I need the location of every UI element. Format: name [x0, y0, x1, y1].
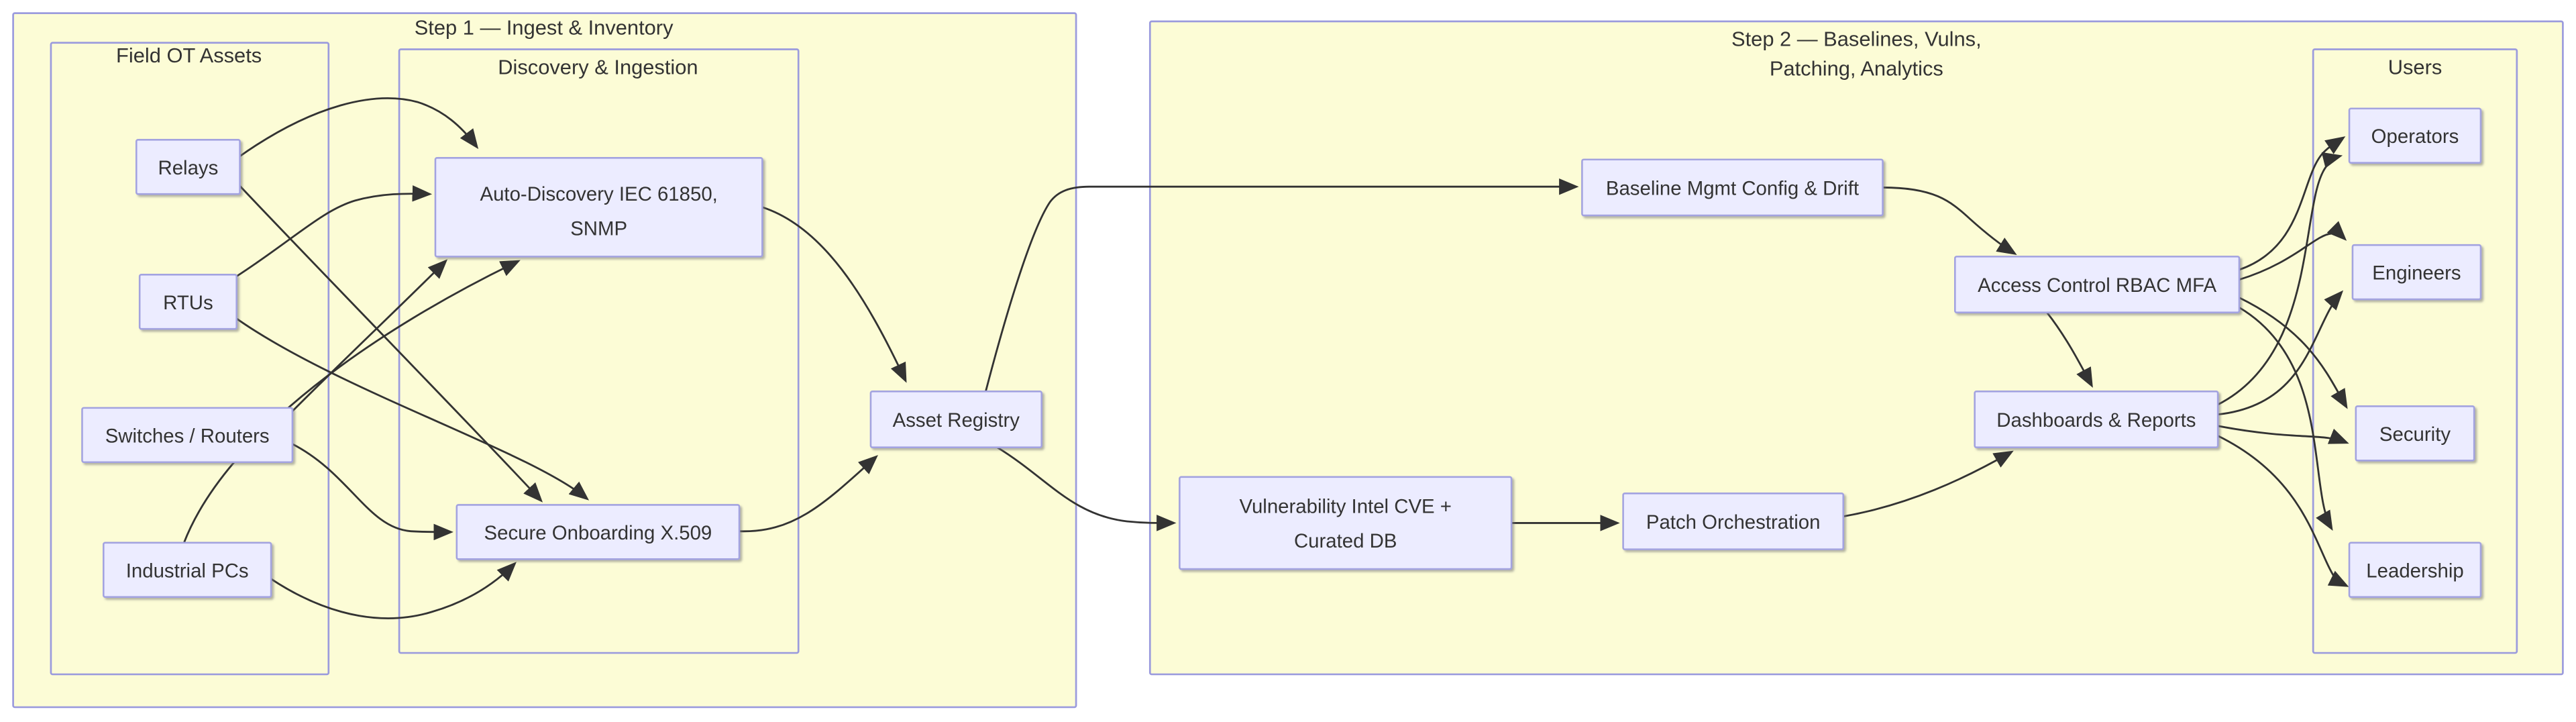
- cluster-step2-title-line2: Patching, Analytics: [1770, 57, 1943, 81]
- edge-dashboards-reports-to-operators: [2217, 152, 2343, 406]
- edge-rtus-to-secure-onboarding: [234, 316, 590, 501]
- node-engineers-label: Engineers: [2372, 262, 2461, 285]
- node-access-control-box: [1954, 256, 2241, 313]
- node-auto-discovery: Auto-Discovery IEC 61850, SNMP: [434, 157, 763, 258]
- node-engineers-box: [2351, 244, 2482, 301]
- cluster-users: Users: [2312, 48, 2518, 654]
- node-vulnerability-intel-label-line2: Curated DB: [1294, 530, 1397, 552]
- node-security: Security: [2355, 405, 2475, 462]
- edge-access-control-to-leadership: [2239, 307, 2333, 531]
- node-vulnerability-intel: Vulnerability Intel CVE + Curated DB: [1179, 476, 1513, 570]
- node-rtus-label: RTUs: [163, 292, 213, 314]
- node-access-control-label: Access Control RBAC MFA: [1978, 274, 2216, 297]
- node-patch-orchestration-label: Patch Orchestration: [1646, 511, 1821, 533]
- node-industrial-pcs-box: [103, 542, 272, 599]
- node-security-box: [2355, 405, 2475, 462]
- cluster-discovery-box: [398, 48, 800, 654]
- cluster-discovery-label: Discovery & Ingestion: [498, 55, 698, 79]
- node-baseline-mgmt-box: [1581, 158, 1884, 217]
- node-access-control: Access Control RBAC MFA: [1954, 256, 2241, 313]
- edge-baseline-mgmt-to-access-control: [1882, 187, 2017, 256]
- node-security-label: Security: [2379, 423, 2451, 446]
- node-dashboards-reports-box: [1974, 391, 2219, 448]
- edge-switches-routers-to-auto-discovery: [291, 259, 448, 412]
- edge-asset-registry-to-vulnerability-intel: [996, 446, 1177, 531]
- node-rtus-box: [138, 274, 237, 330]
- node-industrial-pcs: Industrial PCs: [103, 542, 272, 599]
- cluster-field-ot-label: Field OT Assets: [116, 44, 262, 67]
- cluster-step1-title: Step 1 — Ingest & Inventory: [415, 15, 674, 39]
- node-secure-onboarding: Secure Onboarding X.509: [455, 504, 741, 560]
- edge-access-control-to-operators: [2239, 136, 2346, 271]
- edge-auto-discovery-to-asset-registry: [761, 206, 907, 383]
- node-baseline-mgmt: Baseline Mgmt Config & Drift: [1581, 158, 1884, 217]
- node-asset-registry-label: Asset Registry: [893, 409, 1020, 431]
- edge-dashboards-reports-to-leadership: [2217, 435, 2349, 587]
- node-operators-label: Operators: [2371, 125, 2459, 148]
- edge-industrial-pcs-to-secure-onboarding: [270, 562, 517, 619]
- node-relays: Relays: [135, 139, 241, 195]
- cluster-step2-title-line1: Step 2 — Baselines, Vulns,: [1731, 28, 1982, 51]
- edge-dashboards-reports-to-engineers: [2217, 290, 2344, 416]
- cluster-field-ot-assets: Field OT Assets: [50, 42, 330, 676]
- nodes-layer: Relays RTUs Switches / Routers Industria…: [81, 107, 2482, 599]
- edge-dashboards-reports-to-security: [2217, 425, 2349, 444]
- node-relays-box: [135, 139, 241, 195]
- node-auto-discovery-label-line1: Auto-Discovery IEC 61850,: [480, 183, 717, 205]
- node-rtus: RTUs: [138, 274, 237, 330]
- edge-switches-routers-to-secure-onboarding: [292, 443, 453, 541]
- node-secure-onboarding-box: [455, 504, 741, 560]
- cluster-field-ot-box: [50, 42, 330, 676]
- cluster-users-box: [2312, 48, 2518, 654]
- node-operators-box: [2348, 107, 2482, 164]
- cluster-discovery-ingestion: Discovery & Ingestion: [398, 48, 800, 654]
- edges-layer: [182, 97, 2349, 619]
- node-baseline-mgmt-label: Baseline Mgmt Config & Drift: [1606, 177, 1859, 199]
- cluster-users-label: Users: [2388, 55, 2443, 79]
- node-switches-routers-box: [81, 407, 294, 464]
- node-switches-routers-label: Switches / Routers: [105, 425, 270, 447]
- node-leadership-box: [2348, 542, 2482, 599]
- edge-access-control-to-security: [2239, 297, 2348, 409]
- node-operators: Operators: [2348, 107, 2482, 164]
- edge-secure-onboarding-to-asset-registry: [739, 455, 878, 533]
- edge-access-control-to-engineers: [2239, 221, 2347, 281]
- edge-relays-to-secure-onboarding: [237, 183, 543, 503]
- node-secure-onboarding-label: Secure Onboarding X.509: [484, 522, 712, 544]
- node-switches-routers: Switches / Routers: [81, 407, 294, 464]
- edge-relays-to-auto-discovery: [239, 97, 479, 157]
- edge-rtus-to-auto-discovery: [235, 185, 433, 277]
- node-vulnerability-intel-box: [1179, 476, 1513, 570]
- node-patch-orchestration: Patch Orchestration: [1622, 493, 1845, 550]
- node-leadership-label: Leadership: [2366, 560, 2463, 582]
- node-vulnerability-intel-label-line1: Vulnerability Intel CVE +: [1239, 496, 1452, 518]
- node-patch-orchestration-box: [1622, 493, 1845, 550]
- node-asset-registry-box: [869, 391, 1042, 448]
- node-auto-discovery-box: [434, 157, 763, 258]
- node-dashboards-reports: Dashboards & Reports: [1974, 391, 2219, 448]
- node-leadership: Leadership: [2348, 542, 2482, 599]
- node-industrial-pcs-label: Industrial PCs: [126, 560, 249, 582]
- edge-patch-orchestration-to-dashboards-reports: [1843, 450, 2014, 518]
- edge-access-control-to-dashboards-reports: [2046, 311, 2093, 388]
- edge-asset-registry-to-baseline-mgmt: [985, 178, 1579, 392]
- node-engineers: Engineers: [2351, 244, 2482, 301]
- node-auto-discovery-label-line2: SNMP: [570, 217, 627, 240]
- edge-industrial-pcs-to-auto-discovery: [182, 260, 521, 544]
- node-dashboards-reports-label: Dashboards & Reports: [1996, 409, 2196, 431]
- node-asset-registry: Asset Registry: [869, 391, 1042, 448]
- node-relays-label: Relays: [158, 157, 219, 179]
